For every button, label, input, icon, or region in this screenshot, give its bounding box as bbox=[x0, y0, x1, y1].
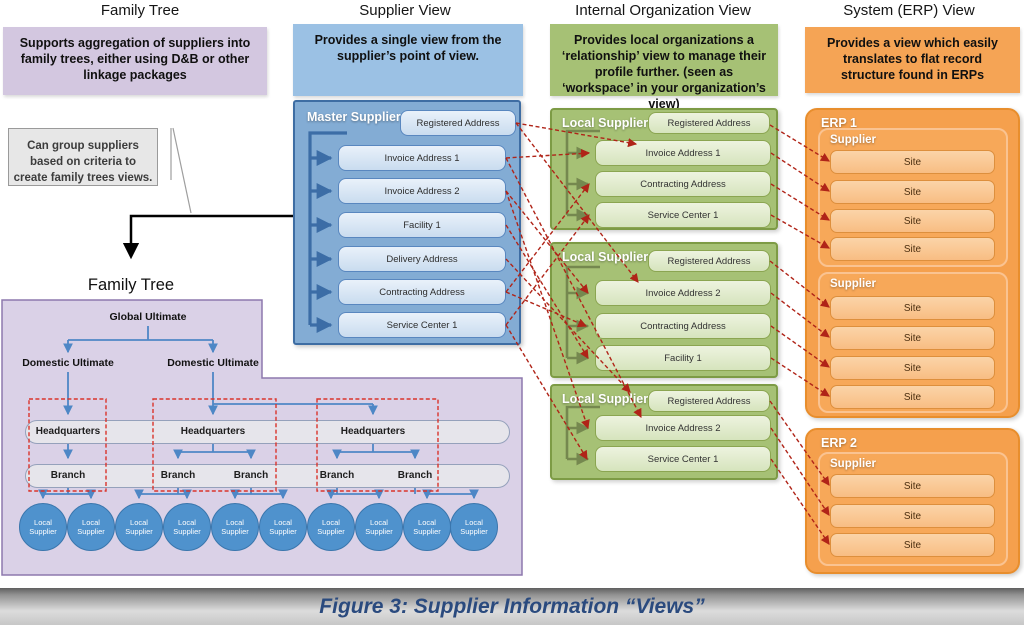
local-supplier-circle: Local Supplier bbox=[403, 503, 451, 551]
erp2-label: ERP 2 bbox=[821, 436, 857, 450]
branch-label: Branch bbox=[319, 470, 355, 481]
master-item: Invoice Address 2 bbox=[338, 178, 506, 204]
local-supplier-item: Invoice Address 1 bbox=[595, 140, 771, 166]
internal-view-description: Provides local organizations a ‘relation… bbox=[550, 24, 778, 111]
local-registered-address: Registered Address bbox=[648, 112, 770, 134]
master-item: Delivery Address bbox=[338, 246, 506, 272]
local-supplier-label-2: Local Supplier bbox=[562, 250, 649, 264]
column-header-internal-view: Internal Organization View bbox=[575, 2, 751, 19]
erp2-supplier1-label: Supplier bbox=[830, 458, 877, 470]
local-registered-address: Registered Address bbox=[648, 390, 770, 412]
global-ultimate-node: Global Ultimate bbox=[109, 311, 187, 323]
erp-site: Site bbox=[830, 533, 995, 557]
supplier-view-description: Provides a single view from the supplier… bbox=[293, 24, 523, 96]
local-supplier-circle: Local Supplier bbox=[211, 503, 259, 551]
local-supplier-circle: Local Supplier bbox=[115, 503, 163, 551]
local-supplier-item: Service Center 1 bbox=[595, 202, 771, 228]
local-supplier-label-3: Local Supplier bbox=[562, 392, 649, 406]
local-supplier-circle: Local Supplier bbox=[19, 503, 67, 551]
local-supplier-item: Facility 1 bbox=[595, 345, 771, 371]
family-tree-description: Supports aggregation of suppliers into f… bbox=[3, 27, 267, 95]
erp-site: Site bbox=[830, 296, 995, 320]
column-header-supplier-view: Supplier View bbox=[359, 2, 451, 19]
local-supplier-circle: Local Supplier bbox=[67, 503, 115, 551]
local-supplier-item: Invoice Address 2 bbox=[595, 415, 771, 441]
local-supplier-item: Contracting Address bbox=[595, 313, 771, 339]
local-registered-address: Registered Address bbox=[648, 250, 770, 272]
master-item: Facility 1 bbox=[338, 212, 506, 238]
erp-site: Site bbox=[830, 356, 995, 380]
family-tree-title: Family Tree bbox=[87, 276, 175, 294]
erp1-label: ERP 1 bbox=[821, 116, 857, 130]
master-item: Invoice Address 1 bbox=[338, 145, 506, 171]
erp-site: Site bbox=[830, 150, 995, 174]
erp-site: Site bbox=[830, 209, 995, 233]
headquarters-label: Headquarters bbox=[35, 426, 101, 437]
master-item: Contracting Address bbox=[338, 279, 506, 305]
erp-site: Site bbox=[830, 504, 995, 528]
local-supplier-circle: Local Supplier bbox=[355, 503, 403, 551]
grouping-callout: Can group suppliers based on criteria to… bbox=[8, 128, 158, 186]
erp-site: Site bbox=[830, 180, 995, 204]
column-header-erp-view: System (ERP) View bbox=[843, 2, 975, 19]
erp-site: Site bbox=[830, 237, 995, 261]
erp-view-description: Provides a view which easily translates … bbox=[805, 27, 1020, 93]
figure-caption-bar: Figure 3: Supplier Information “Views” bbox=[0, 588, 1024, 625]
erp1-supplier1-label: Supplier bbox=[830, 134, 877, 146]
local-supplier-item: Contracting Address bbox=[595, 171, 771, 197]
branch-label: Branch bbox=[397, 470, 433, 481]
branch-label: Branch bbox=[160, 470, 196, 481]
column-header-family-tree: Family Tree bbox=[100, 2, 180, 19]
local-supplier-circle: Local Supplier bbox=[163, 503, 211, 551]
local-supplier-circle: Local Supplier bbox=[307, 503, 355, 551]
master-item: Service Center 1 bbox=[338, 312, 506, 338]
branch-label: Branch bbox=[50, 470, 86, 481]
local-supplier-label-1: Local Supplier bbox=[562, 116, 649, 130]
local-supplier-circle: Local Supplier bbox=[450, 503, 498, 551]
local-supplier-item: Service Center 1 bbox=[595, 446, 771, 472]
local-supplier-circle: Local Supplier bbox=[259, 503, 307, 551]
branch-label: Branch bbox=[233, 470, 269, 481]
local-supplier-item: Invoice Address 2 bbox=[595, 280, 771, 306]
erp-site: Site bbox=[830, 474, 995, 498]
master-supplier-label: Master Supplier bbox=[307, 110, 401, 124]
erp-site: Site bbox=[830, 326, 995, 350]
figure-caption: Figure 3: Supplier Information “Views” bbox=[319, 594, 705, 618]
master-registered-address: Registered Address bbox=[400, 110, 516, 136]
headquarters-label: Headquarters bbox=[340, 426, 406, 437]
headquarters-label: Headquarters bbox=[180, 426, 246, 437]
domestic-ultimate-node: Domestic Ultimate bbox=[22, 357, 114, 369]
erp-site: Site bbox=[830, 385, 995, 409]
domestic-ultimate-node: Domestic Ultimate bbox=[167, 357, 259, 369]
erp1-supplier2-label: Supplier bbox=[830, 278, 877, 290]
